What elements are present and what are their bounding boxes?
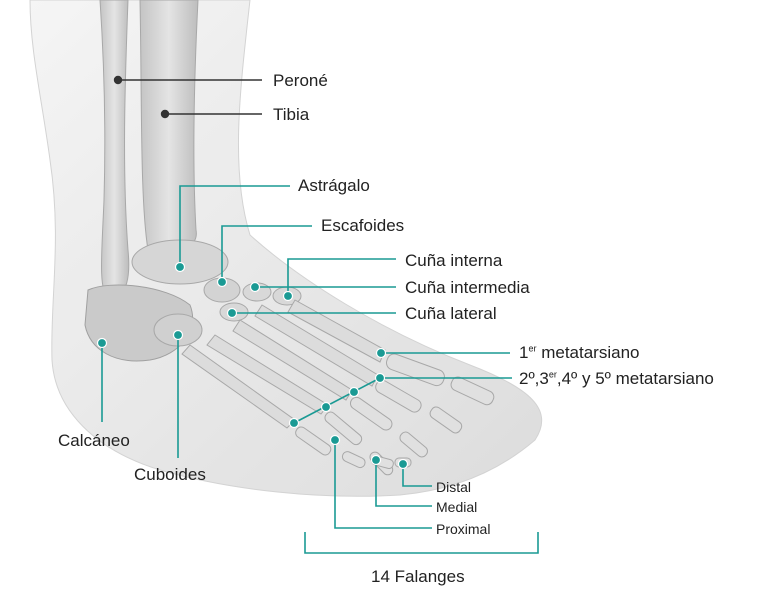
metatarsal-bones <box>181 299 386 429</box>
teal-leaders <box>101 185 512 529</box>
label-1er-text: metatarsiano <box>536 343 640 362</box>
label-falanges: 14 Falanges <box>371 567 465 586</box>
tibia-bone <box>139 0 199 254</box>
label-metatarsianos-b: ,4º y 5º metatarsiano <box>556 369 714 388</box>
dark-leaders <box>113 75 262 119</box>
label-tibia: Tibia <box>273 105 310 124</box>
label-cuna-lateral: Cuña lateral <box>405 304 497 323</box>
label-cuna-interna: Cuña interna <box>405 251 503 270</box>
label-1er-sup: er <box>528 343 537 354</box>
teal-leader-dots <box>96 261 409 470</box>
label-1er-metatarsiano: 1er metatarsiano <box>519 344 639 361</box>
label-medial: Medial <box>436 499 478 515</box>
label-perone: Peroné <box>273 71 328 90</box>
label-astragalo: Astrágalo <box>298 176 370 195</box>
label-escafoides: Escafoides <box>321 216 405 235</box>
label-1er-num: 1 <box>519 343 529 362</box>
label-metatarsianos-2-5: 2º,3er,4º y 5º metatarsiano <box>519 370 714 387</box>
label-calcaneo: Calcáneo <box>58 431 130 450</box>
label-metatarsianos-a: 2º,3 <box>519 369 549 388</box>
falanges-bracket <box>304 532 539 554</box>
label-metatarsianos-sup: er <box>548 369 557 380</box>
label-cuboides: Cuboides <box>134 465 206 484</box>
label-cuna-intermedia: Cuña intermedia <box>405 278 530 297</box>
label-proximal: Proximal <box>436 521 491 537</box>
fibula-bone <box>99 0 130 299</box>
label-distal: Distal <box>436 479 472 495</box>
